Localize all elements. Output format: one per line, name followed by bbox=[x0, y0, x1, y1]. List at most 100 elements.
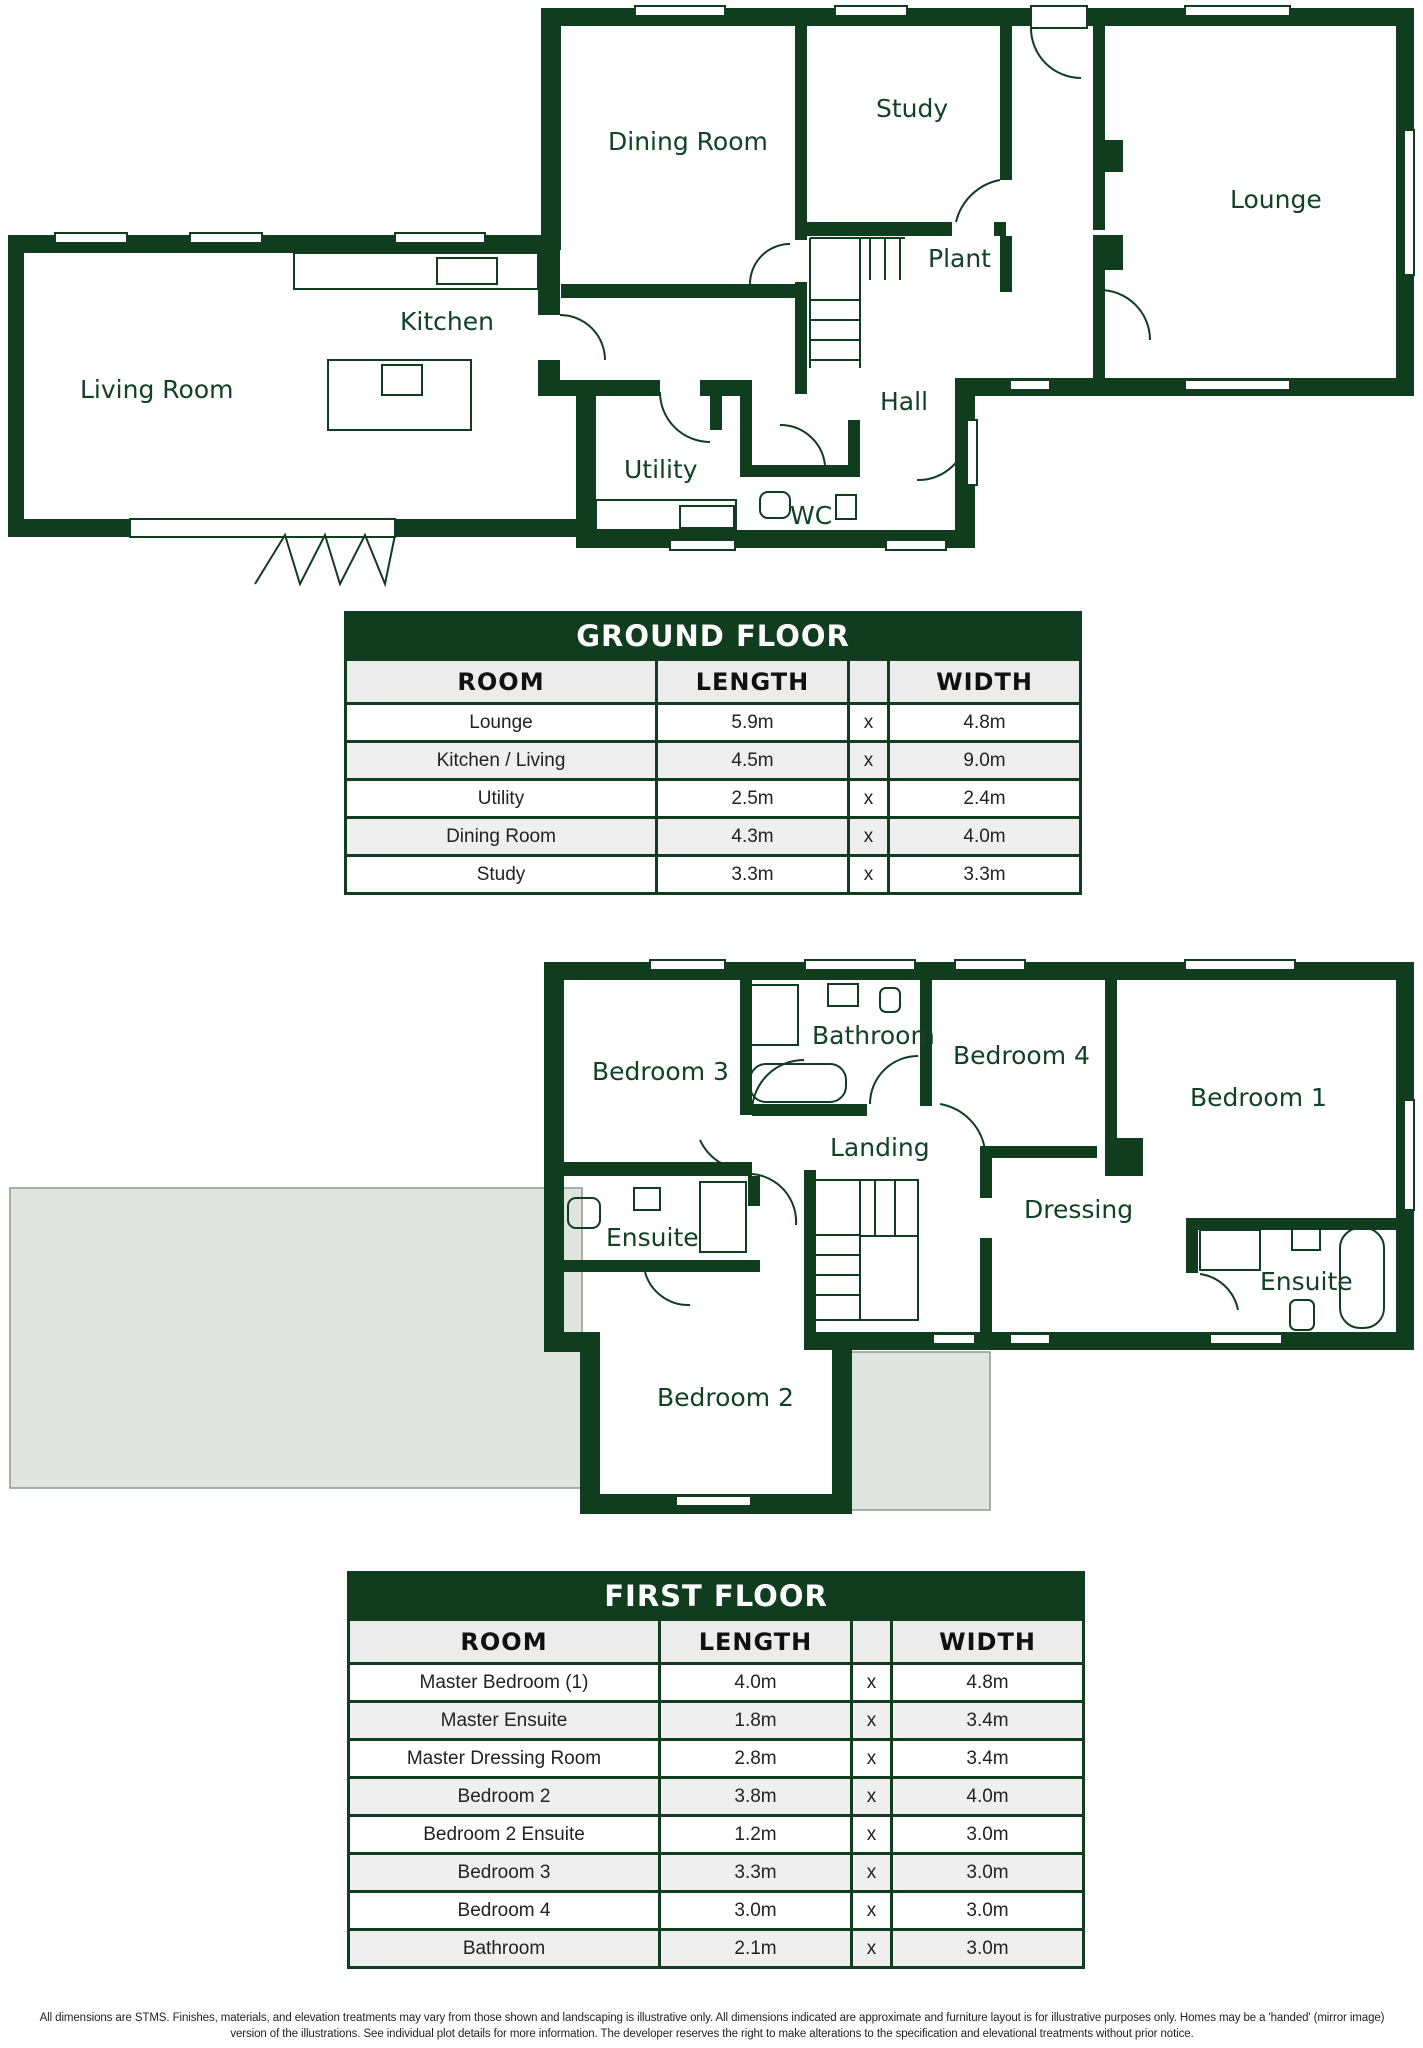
times-sign: x bbox=[850, 1738, 893, 1779]
room-length: 3.8m bbox=[658, 1776, 853, 1817]
room-name: Bathroom bbox=[347, 1928, 661, 1969]
room-name: Master Dressing Room bbox=[347, 1738, 661, 1779]
room-label-bedroom-4: Bedroom 4 bbox=[953, 1041, 1090, 1070]
room-width: 3.0m bbox=[889, 1890, 1086, 1931]
table-row: Bedroom 2 Ensuite 1.2m x 3.0m bbox=[347, 1814, 1086, 1855]
table-row: Master Bedroom (1) 4.0m x 4.8m bbox=[347, 1662, 1086, 1703]
room-length: 2.5m bbox=[655, 778, 850, 819]
room-name: Bedroom 2 Ensuite bbox=[347, 1814, 661, 1855]
room-name: Dining Room bbox=[344, 816, 658, 857]
room-label-living-room: Living Room bbox=[80, 375, 233, 404]
room-name: Master Bedroom (1) bbox=[347, 1662, 661, 1703]
table-row: Kitchen / Living 4.5m x 9.0m bbox=[344, 740, 1083, 781]
ground-floor-dimensions-table: GROUND FLOOR ROOM LENGTH WIDTH Lounge 5.… bbox=[343, 611, 1083, 895]
room-label-ensuite-master: Ensuite bbox=[1260, 1267, 1353, 1296]
room-name: Bedroom 2 bbox=[347, 1776, 661, 1817]
table-row: Master Ensuite 1.8m x 3.4m bbox=[347, 1700, 1086, 1741]
first-floor-rows: Master Bedroom (1) 4.0m x 4.8m Master En… bbox=[347, 1662, 1086, 1969]
table-row: Bedroom 4 3.0m x 3.0m bbox=[347, 1890, 1086, 1931]
room-width: 3.4m bbox=[889, 1700, 1086, 1741]
room-width: 3.0m bbox=[889, 1814, 1086, 1855]
table-title: GROUND FLOOR bbox=[343, 611, 1083, 661]
column-header-width: WIDTH bbox=[886, 658, 1083, 705]
room-width: 4.8m bbox=[886, 702, 1083, 743]
table-row: Study 3.3m x 3.3m bbox=[344, 854, 1083, 895]
room-width: 3.3m bbox=[886, 854, 1083, 895]
first-floor-room-labels: Bathroom Bedroom 3 Bedroom 4 Bedroom 1 L… bbox=[592, 1021, 1353, 1412]
room-length: 3.3m bbox=[658, 1852, 853, 1893]
room-width: 2.4m bbox=[886, 778, 1083, 819]
room-label-landing: Landing bbox=[830, 1133, 930, 1162]
times-sign: x bbox=[847, 854, 890, 895]
column-header-length: LENGTH bbox=[655, 658, 850, 705]
room-width: 4.0m bbox=[889, 1776, 1086, 1817]
times-sign: x bbox=[847, 740, 890, 781]
disclaimer-text: All dimensions are STMS. Finishes, mater… bbox=[39, 2012, 1385, 2040]
table-row: Master Dressing Room 2.8m x 3.4m bbox=[347, 1738, 1086, 1779]
room-name: Master Ensuite bbox=[347, 1700, 661, 1741]
column-header-spacer bbox=[850, 1618, 893, 1665]
first-floor-plan bbox=[9, 959, 1415, 1514]
room-label-bedroom-1: Bedroom 1 bbox=[1190, 1083, 1327, 1112]
room-label-study: Study bbox=[876, 94, 948, 123]
times-sign: x bbox=[850, 1928, 893, 1969]
times-sign: x bbox=[850, 1776, 893, 1817]
ground-floor-room-labels: Dining Room Study Lounge Plant Kitchen L… bbox=[80, 94, 1322, 530]
room-label-bedroom-3: Bedroom 3 bbox=[592, 1057, 729, 1086]
room-length: 2.1m bbox=[658, 1928, 853, 1969]
times-sign: x bbox=[847, 816, 890, 857]
room-length: 3.0m bbox=[658, 1890, 853, 1931]
room-name: Lounge bbox=[344, 702, 658, 743]
times-sign: x bbox=[850, 1662, 893, 1703]
times-sign: x bbox=[850, 1700, 893, 1741]
room-width: 4.8m bbox=[889, 1662, 1086, 1703]
times-sign: x bbox=[850, 1814, 893, 1855]
room-label-bedroom-2: Bedroom 2 bbox=[657, 1383, 794, 1412]
first-floor-dimensions-table: FIRST FLOOR ROOM LENGTH WIDTH Master Bed… bbox=[346, 1571, 1086, 1969]
ground-floor-rows: Lounge 5.9m x 4.8m Kitchen / Living 4.5m… bbox=[344, 702, 1083, 895]
column-header-spacer bbox=[847, 658, 890, 705]
table-row: Bathroom 2.1m x 3.0m bbox=[347, 1928, 1086, 1969]
room-label-utility: Utility bbox=[624, 455, 698, 484]
room-length: 5.9m bbox=[655, 702, 850, 743]
room-name: Bedroom 4 bbox=[347, 1890, 661, 1931]
column-header-length: LENGTH bbox=[658, 1618, 853, 1665]
room-label-dining-room: Dining Room bbox=[608, 127, 768, 156]
table-row: Dining Room 4.3m x 4.0m bbox=[344, 816, 1083, 857]
room-length: 1.8m bbox=[658, 1700, 853, 1741]
column-header-width: WIDTH bbox=[889, 1618, 1086, 1665]
room-width: 9.0m bbox=[886, 740, 1083, 781]
room-name: Study bbox=[344, 854, 658, 895]
table-row: Lounge 5.9m x 4.8m bbox=[344, 702, 1083, 743]
ground-floor-plan bbox=[8, 5, 1415, 588]
room-length: 2.8m bbox=[658, 1738, 853, 1779]
room-name: Kitchen / Living bbox=[344, 740, 658, 781]
room-length: 4.3m bbox=[655, 816, 850, 857]
table-row: Bedroom 3 3.3m x 3.0m bbox=[347, 1852, 1086, 1893]
times-sign: x bbox=[847, 778, 890, 819]
times-sign: x bbox=[850, 1852, 893, 1893]
room-width: 3.4m bbox=[889, 1738, 1086, 1779]
room-width: 3.0m bbox=[889, 1852, 1086, 1893]
room-length: 4.0m bbox=[658, 1662, 853, 1703]
table-row: Utility 2.5m x 2.4m bbox=[344, 778, 1083, 819]
room-label-lounge: Lounge bbox=[1230, 185, 1322, 214]
room-length: 1.2m bbox=[658, 1814, 853, 1855]
times-sign: x bbox=[850, 1890, 893, 1931]
table-title: FIRST FLOOR bbox=[346, 1571, 1086, 1621]
room-label-ensuite-bedroom-2: Ensuite bbox=[606, 1223, 699, 1252]
room-length: 4.5m bbox=[655, 740, 850, 781]
room-width: 3.0m bbox=[889, 1928, 1086, 1969]
room-label-kitchen: Kitchen bbox=[400, 307, 494, 336]
room-name: Utility bbox=[344, 778, 658, 819]
times-sign: x bbox=[847, 702, 890, 743]
room-label-bathroom: Bathroom bbox=[812, 1021, 935, 1050]
room-width: 4.0m bbox=[886, 816, 1083, 857]
column-header-room: ROOM bbox=[347, 1618, 661, 1665]
room-label-wc: WC bbox=[790, 501, 832, 530]
table-row: Bedroom 2 3.8m x 4.0m bbox=[347, 1776, 1086, 1817]
column-header-room: ROOM bbox=[344, 658, 658, 705]
room-length: 3.3m bbox=[655, 854, 850, 895]
room-label-dressing: Dressing bbox=[1024, 1195, 1133, 1224]
